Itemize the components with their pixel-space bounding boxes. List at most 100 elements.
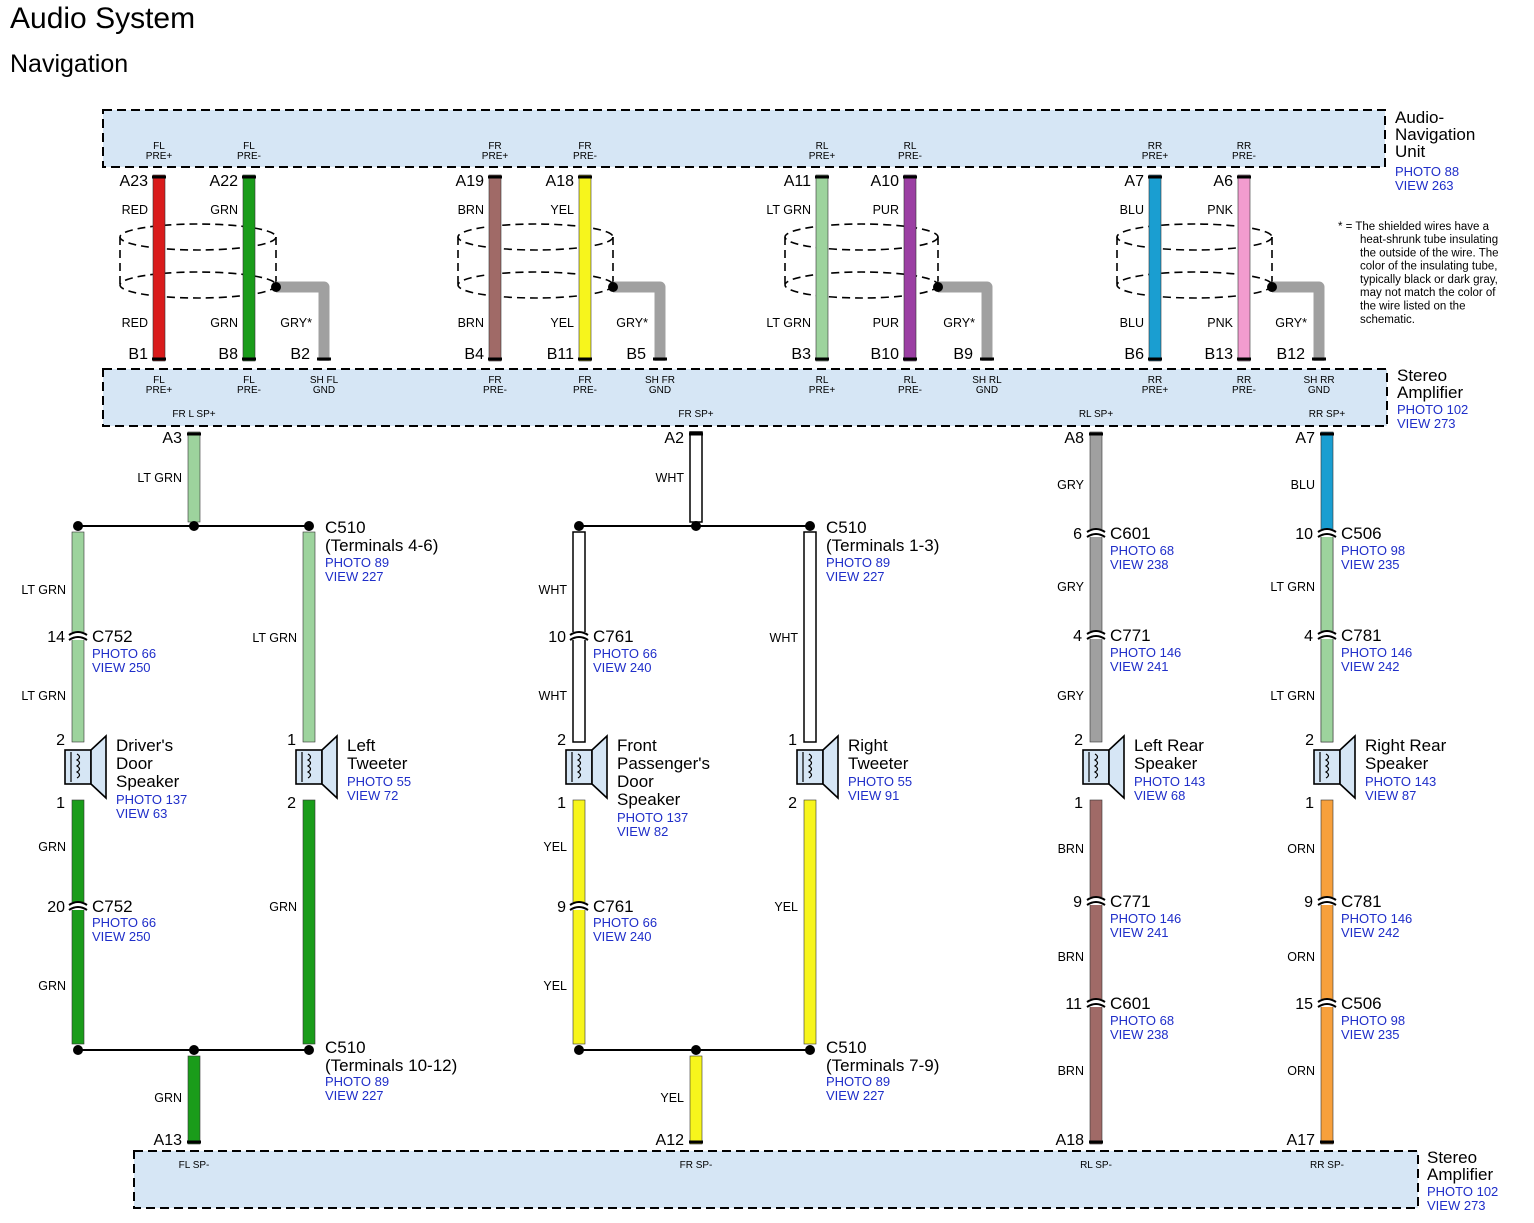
nav-pin-signal: PRE-: [237, 151, 261, 162]
front-right-woofer-speaker-coil: [571, 752, 582, 782]
speaker-reference: VIEW 82: [617, 824, 668, 839]
wire-color-label: PUR: [873, 316, 899, 330]
pin-number: 2: [1305, 732, 1314, 749]
connector-arc: [68, 901, 88, 906]
nav-pin-signal: FL: [243, 141, 255, 152]
nav-pin-signal: PRE-: [573, 151, 597, 162]
splice-reference: VIEW 227: [325, 1088, 384, 1103]
splice-dot: [691, 521, 701, 531]
splice-name: C510: [826, 1038, 867, 1057]
splice-dot: [691, 1045, 701, 1055]
front-left-woofer-speaker-body: [64, 749, 92, 785]
module-name: Amplifier: [1427, 1165, 1493, 1184]
wire-color-label: GRN: [38, 979, 66, 993]
rear-left-speaker-cone: [1108, 734, 1125, 800]
wire-color-label: GRY*: [943, 316, 975, 330]
pin-number: A18: [1056, 1132, 1085, 1149]
wire-color-label: BRN: [1058, 1064, 1084, 1078]
pin-number: 6: [1073, 526, 1082, 543]
splice-name: C510: [325, 518, 366, 537]
splice-reference: VIEW 227: [826, 1088, 885, 1103]
wire-color-label: WHT: [656, 471, 685, 485]
connector-arc: [1317, 901, 1337, 906]
module-name: Stereo: [1427, 1148, 1477, 1167]
stereo-amplifier-top: [102, 368, 1388, 427]
wire-color-label: WHT: [539, 689, 568, 703]
speaker-name: Front: [617, 736, 657, 755]
splice-reference: PHOTO 89: [826, 1074, 890, 1089]
pin-number: A11: [784, 173, 811, 190]
connector-reference: VIEW 238: [1110, 1027, 1169, 1042]
amp-pin-signal: PRE-: [483, 385, 507, 396]
pin-number: A22: [210, 173, 239, 190]
amp-input-signal: FR SP-: [680, 1160, 713, 1171]
wire-color-label: GRY*: [616, 316, 648, 330]
connector-reference: VIEW 250: [92, 929, 151, 944]
wire-color-label: ORN: [1287, 842, 1315, 856]
pin-number: 1: [287, 732, 296, 749]
speaker-name: Tweeter: [848, 754, 909, 773]
connector-reference: VIEW 242: [1341, 925, 1400, 940]
pin-number: A7: [1124, 173, 1144, 190]
pin-number: A7: [1295, 430, 1315, 447]
nav-pin-signal: RL: [816, 141, 829, 152]
wire-color-label: PUR: [873, 203, 899, 217]
amp-pin-signal: RR: [1148, 375, 1162, 386]
amp-input-signal: FL SP-: [179, 1160, 210, 1171]
splice-dot: [73, 1045, 83, 1055]
shield-drain-wire: [1272, 281, 1325, 361]
splice-name: C510: [826, 518, 867, 537]
front-left-output-wire: [187, 431, 201, 523]
module-reference: PHOTO 102: [1397, 402, 1468, 417]
front-left-woofer-speaker-coil: [70, 752, 81, 782]
pin-number: A2: [664, 430, 684, 447]
shield-drain-wire: [938, 281, 993, 361]
splice-dot: [805, 1045, 815, 1055]
connector-reference: VIEW 250: [92, 660, 151, 675]
wire-color-label: RED: [122, 316, 148, 330]
connector-reference: VIEW 242: [1341, 659, 1400, 674]
rear-right-speaker-body: [1313, 749, 1341, 785]
connector-reference: PHOTO 66: [593, 646, 657, 661]
wire-color-label: BRN: [458, 316, 484, 330]
connector-name: C771: [1110, 626, 1151, 645]
connector-arc: [569, 906, 589, 911]
splice-dot: [805, 521, 815, 531]
pre-out-wire: [242, 174, 256, 362]
connector-arc: [1317, 1003, 1337, 1008]
page-subtitle: Navigation: [10, 50, 129, 78]
pin-number: 2: [788, 795, 797, 812]
splice-dot: [304, 1045, 314, 1055]
wire-color-label: LT GRN: [137, 471, 182, 485]
connector-arc: [1317, 998, 1337, 1003]
pre-out-wire: [152, 174, 166, 362]
nav-pin-signal: FL: [153, 141, 165, 152]
speaker-reference: VIEW 72: [347, 788, 398, 803]
splice-reference: PHOTO 89: [325, 1074, 389, 1089]
splice-name: C510: [325, 1038, 366, 1057]
pin-number: B8: [218, 346, 238, 363]
front-right-tweeter-speaker-coil: [802, 752, 813, 782]
wire-color-label: PNK: [1207, 203, 1233, 217]
connector-reference: VIEW 241: [1110, 659, 1169, 674]
footnote-text: typically black or dark gray,: [1360, 274, 1498, 286]
front-left-woofer-return-wire: [71, 799, 85, 1045]
rear-right-return-wire: [1320, 799, 1334, 1145]
pin-number: 9: [557, 899, 566, 916]
connector-reference: PHOTO 146: [1341, 911, 1412, 926]
connector-arc: [68, 906, 88, 911]
pin-number: 1: [56, 795, 65, 812]
wire-color-label: GRN: [210, 316, 238, 330]
pin-number: 1: [557, 795, 566, 812]
wire-color-label: BRN: [1058, 842, 1084, 856]
shield-drain-dot: [1267, 282, 1277, 292]
pin-number: 15: [1295, 996, 1313, 1013]
wire-color-label: WHT: [770, 631, 799, 645]
amp-pin-signal: RL: [904, 375, 917, 386]
connector-arc: [1317, 896, 1337, 901]
front-right-tweeter-wire: [803, 531, 817, 743]
wire-color-label: GRY: [1057, 580, 1085, 594]
connector-reference: PHOTO 66: [593, 915, 657, 930]
front-right-woofer-speaker-cone: [591, 734, 608, 800]
